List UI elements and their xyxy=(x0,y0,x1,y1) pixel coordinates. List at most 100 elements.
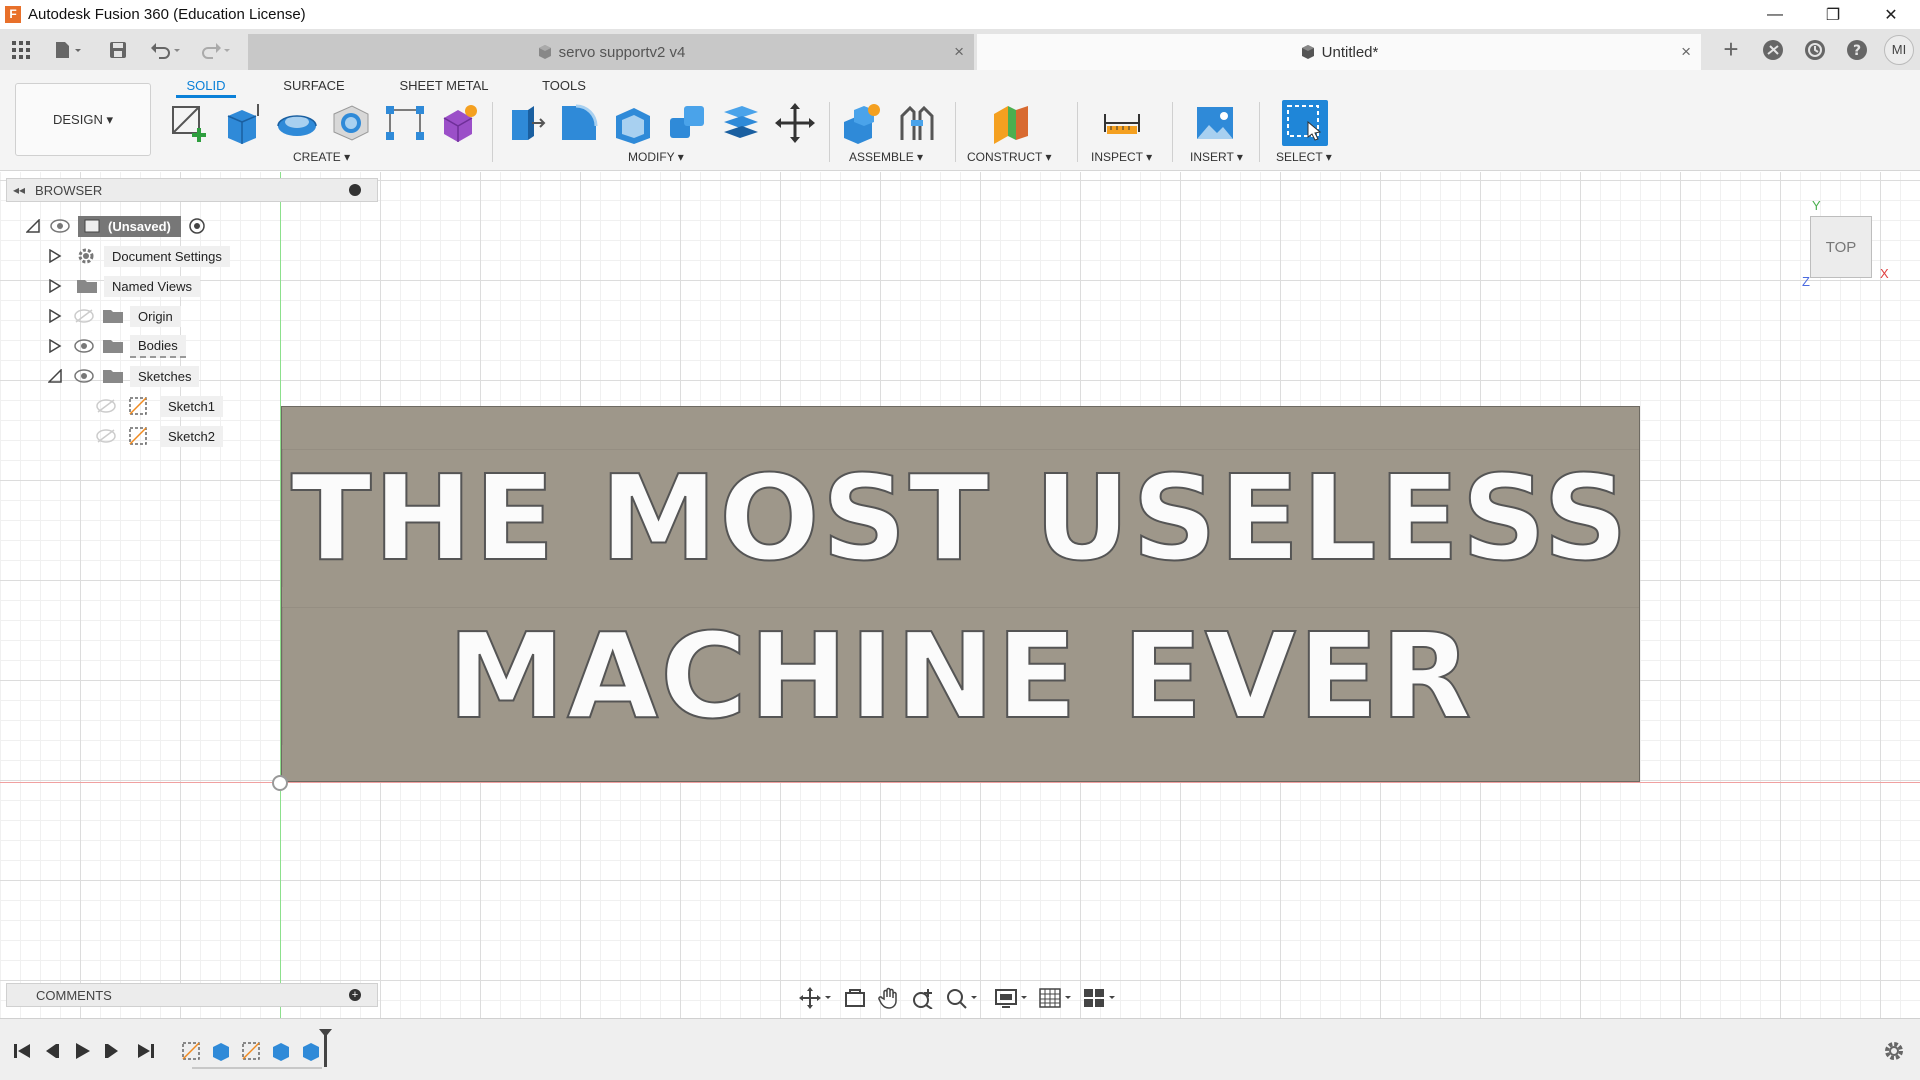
file-menu-icon[interactable] xyxy=(48,29,88,70)
tab-solid[interactable]: SOLID xyxy=(176,74,236,98)
visibility-eye-icon[interactable] xyxy=(74,339,94,353)
redo-icon[interactable] xyxy=(196,29,236,70)
tab-sheet-metal[interactable]: SHEET METAL xyxy=(399,78,489,93)
select-menu[interactable]: SELECT ▾ xyxy=(1276,150,1332,164)
browser-item-bodies[interactable]: Bodies xyxy=(48,334,186,358)
comments-panel-header[interactable]: COMMENTS + xyxy=(6,983,378,1007)
text-plate-body[interactable]: THE MOST USELESS MACHINE EVER xyxy=(281,406,1640,782)
workspace-switcher-button[interactable]: DESIGN ▾ xyxy=(15,83,151,156)
insert-menu[interactable]: INSERT ▾ xyxy=(1190,150,1243,164)
extrude-icon[interactable] xyxy=(220,100,266,146)
display-settings-icon[interactable] xyxy=(994,986,1030,1010)
activate-radio-icon[interactable] xyxy=(189,218,205,234)
browser-item-sketches[interactable]: Sketches xyxy=(48,364,200,388)
step-back-icon[interactable] xyxy=(40,1039,64,1063)
extensions-icon[interactable] xyxy=(1752,29,1794,70)
modify-menu[interactable]: MODIFY ▾ xyxy=(628,150,684,164)
look-at-icon[interactable] xyxy=(842,986,868,1010)
select-icon[interactable] xyxy=(1282,100,1328,146)
user-account[interactable]: MI xyxy=(1878,29,1920,70)
save-icon[interactable] xyxy=(104,29,132,70)
close-tab-icon[interactable]: × xyxy=(954,42,964,61)
new-tab-button[interactable]: + xyxy=(1723,34,1739,64)
expand-triangle-icon[interactable] xyxy=(48,249,62,263)
play-icon[interactable] xyxy=(70,1039,94,1063)
timeline-marker-handle[interactable] xyxy=(324,1031,327,1067)
press-pull-icon[interactable] xyxy=(502,100,548,146)
timeline-extrude-icon[interactable] xyxy=(299,1038,323,1064)
construct-menu[interactable]: CONSTRUCT ▾ xyxy=(967,150,1052,164)
tab-servo-supportv2[interactable]: servo supportv2 v4 × xyxy=(248,34,974,70)
browser-options-icon[interactable] xyxy=(349,184,361,196)
grid-settings-icon[interactable] xyxy=(1038,986,1074,1010)
minimize-button[interactable]: — xyxy=(1767,5,1783,23)
collapse-browser-icon[interactable]: ◂◂ xyxy=(13,183,26,197)
timeline-extrude-icon[interactable] xyxy=(269,1038,293,1064)
offset-plane-icon[interactable] xyxy=(988,100,1034,146)
root-component[interactable]: (Unsaved) xyxy=(78,215,181,237)
browser-item-sketch1[interactable]: Sketch1 xyxy=(96,394,223,418)
browser-item-document-settings[interactable]: Document Settings xyxy=(48,244,230,268)
restore-button[interactable]: ❐ xyxy=(1825,6,1841,24)
browser-root-node[interactable]: (Unsaved) xyxy=(26,214,205,238)
timeline-extrude-icon[interactable] xyxy=(209,1038,233,1064)
view-cube[interactable]: TOP xyxy=(1810,216,1872,278)
combine-icon[interactable] xyxy=(664,100,710,146)
hole-icon[interactable] xyxy=(328,100,374,146)
expand-triangle-icon[interactable] xyxy=(48,309,62,323)
create-sketch-icon[interactable] xyxy=(166,100,212,146)
go-to-end-icon[interactable] xyxy=(134,1039,158,1063)
timeline-marker-head[interactable] xyxy=(319,1029,332,1037)
viewports-icon[interactable] xyxy=(1082,986,1118,1010)
shell-icon[interactable] xyxy=(610,100,656,146)
assemble-menu[interactable]: ASSEMBLE ▾ xyxy=(849,150,924,164)
visibility-hidden-icon[interactable] xyxy=(96,429,116,443)
visibility-eye-icon[interactable] xyxy=(74,369,94,383)
tab-untitled[interactable]: Untitled* × xyxy=(977,34,1701,70)
inspect-menu[interactable]: INSPECT ▾ xyxy=(1091,150,1153,164)
design-canvas[interactable]: THE MOST USELESS MACHINE EVER TOP Y X Z xyxy=(0,172,1920,1018)
rectangular-pattern-icon[interactable] xyxy=(382,100,428,146)
browser-item-sketch2[interactable]: Sketch2 xyxy=(96,424,223,448)
timeline-sketch-icon[interactable] xyxy=(239,1038,263,1064)
app-grid-icon[interactable] xyxy=(6,29,36,70)
browser-item-named-views[interactable]: Named Views xyxy=(48,274,200,298)
zoom-icon[interactable] xyxy=(910,986,936,1010)
visibility-hidden-icon[interactable] xyxy=(74,309,94,323)
visibility-hidden-icon[interactable] xyxy=(96,399,116,413)
step-forward-icon[interactable] xyxy=(100,1039,124,1063)
expand-triangle-icon[interactable] xyxy=(48,279,62,293)
tab-tools[interactable]: TOOLS xyxy=(542,78,586,93)
revolve-icon[interactable] xyxy=(274,100,320,146)
expand-triangle-icon[interactable] xyxy=(48,369,62,383)
undo-icon[interactable] xyxy=(146,29,186,70)
go-to-start-icon[interactable] xyxy=(10,1039,34,1063)
browser-item-origin[interactable]: Origin xyxy=(48,304,181,328)
origin-point[interactable] xyxy=(272,775,288,791)
close-window-button[interactable]: ✕ xyxy=(1884,6,1898,24)
fit-zoom-icon[interactable] xyxy=(944,986,980,1010)
timeline-sketch-icon[interactable] xyxy=(179,1038,203,1064)
new-component-icon[interactable] xyxy=(838,100,884,146)
fillet-icon[interactable] xyxy=(556,100,602,146)
expand-triangle-icon[interactable] xyxy=(48,339,62,353)
tab-surface[interactable]: SURFACE xyxy=(283,78,345,93)
create-form-icon[interactable] xyxy=(436,100,482,146)
offset-face-icon[interactable] xyxy=(718,100,764,146)
insert-canvas-icon[interactable] xyxy=(1192,100,1238,146)
add-comment-icon[interactable]: + xyxy=(349,989,361,1001)
close-tab-icon[interactable]: × xyxy=(1681,42,1691,61)
job-status-icon[interactable] xyxy=(1794,29,1836,70)
measure-icon[interactable] xyxy=(1099,100,1145,146)
joint-icon[interactable] xyxy=(894,100,940,146)
move-copy-icon[interactable] xyxy=(772,100,818,146)
create-menu[interactable]: CREATE ▾ xyxy=(293,150,351,164)
pan-icon[interactable] xyxy=(876,986,902,1010)
timeline-settings-gear-icon[interactable] xyxy=(1882,1039,1906,1063)
expand-triangle-icon[interactable] xyxy=(26,219,40,233)
visibility-eye-icon[interactable] xyxy=(50,219,70,233)
browser-panel-header[interactable]: ◂◂ BROWSER xyxy=(6,178,378,202)
help-icon[interactable]: ? xyxy=(1836,29,1878,70)
orbit-icon[interactable] xyxy=(798,986,834,1010)
item-label: Origin xyxy=(130,305,181,327)
